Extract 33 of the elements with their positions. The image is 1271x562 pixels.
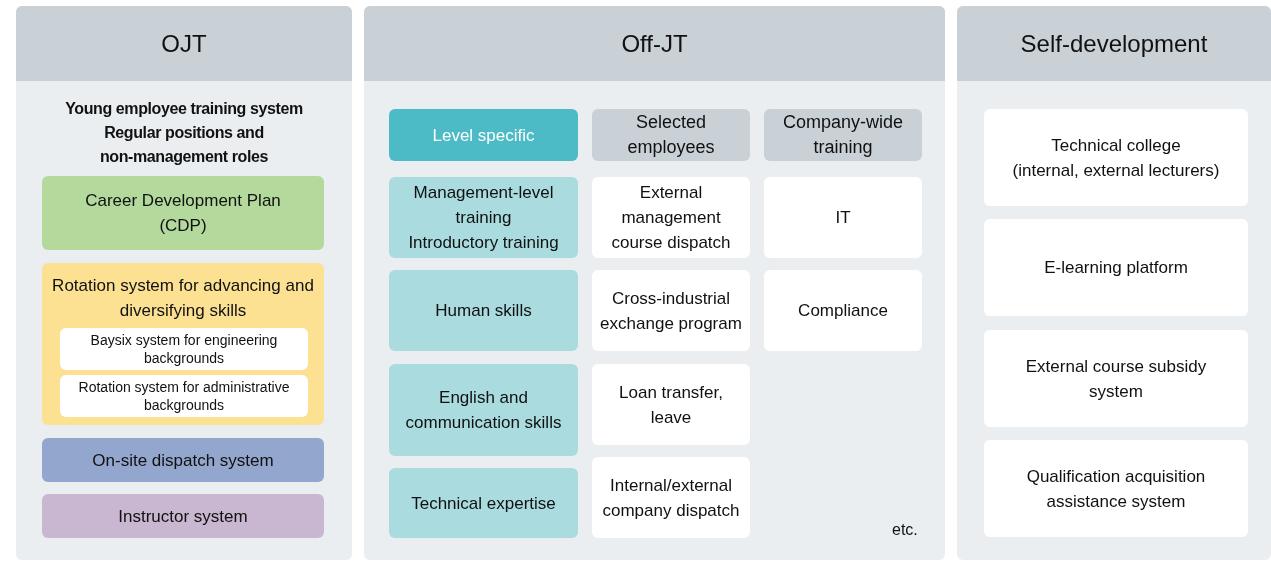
box-label: Rotation system for advancing and diversifying skills [51,275,315,322]
panel-subtitle: Young employee training system [64,99,304,119]
program-box: IT [764,177,922,258]
panel-heading: OJT [16,6,352,81]
program-box: E-learning platform [984,219,1248,316]
system-box: On-site dispatch system [42,438,324,482]
program-box: Compliance [764,270,922,351]
category-box: English and communication skills [389,364,578,456]
note-text: etc. [892,521,918,539]
category-panel [16,6,352,560]
panel-heading: Off-JT [364,6,945,81]
rotation-group-box [42,263,324,425]
panel-subtitle: Regular positions and non-management roles [98,123,269,167]
column-header: Level specific [389,109,578,161]
program-box: External management course dispatch [592,177,750,258]
system-box: Instructor system [42,494,324,538]
category-box: Human skills [389,270,578,351]
column-header: Selected employees [592,109,750,161]
category-box: Technical expertise [389,468,578,538]
program-box: Qualification acquisition assistance system [984,440,1248,537]
program-box: Technical college (internal, external lecturers) [984,109,1248,206]
program-box: Internal/external company dispatch [592,457,750,538]
system-box: Baysix system for engineering backgrounds [60,328,308,370]
program-box: External course subsidy system [984,330,1248,427]
category-panel [364,6,945,560]
plan-box: Career Development Plan (CDP) [42,176,324,250]
program-box: Loan transfer, leave [592,364,750,445]
category-box: Management-level training Introductory training [389,177,578,258]
category-panel [957,6,1271,560]
program-box: Cross-industrial exchange program [592,270,750,351]
column-header: Company-wide training [764,109,922,161]
system-box: Rotation system for administrative backgrounds [60,375,308,417]
panel-heading: Self-development [957,6,1271,81]
